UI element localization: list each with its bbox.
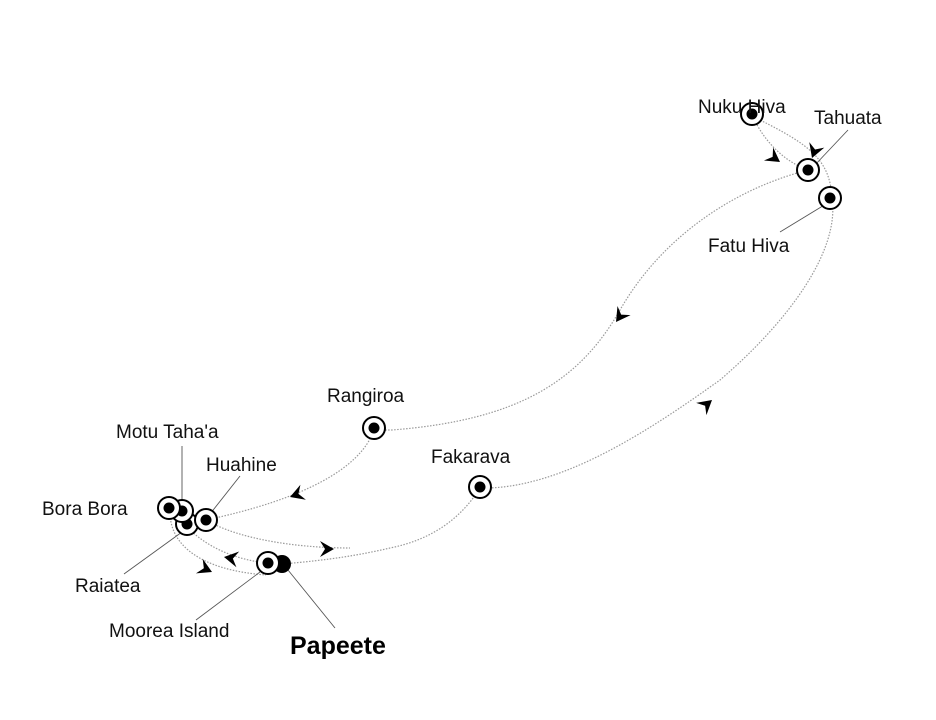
marker-huahine bbox=[194, 508, 218, 532]
direction-arrows bbox=[195, 142, 825, 574]
label-fatu-hiva: Fatu Hiva bbox=[708, 236, 790, 257]
label-huahine: Huahine bbox=[206, 455, 277, 476]
route-lines bbox=[169, 113, 834, 576]
label-leaders bbox=[123, 129, 849, 629]
arrow-icon bbox=[290, 484, 306, 500]
label-tahuata: Tahuata bbox=[814, 108, 882, 129]
label-fakarava: Fakarava bbox=[431, 447, 511, 468]
marker-tahuata bbox=[796, 158, 820, 182]
arrow-icon bbox=[696, 400, 712, 416]
arrow-icon bbox=[195, 558, 212, 574]
route-huahine-east bbox=[205, 519, 351, 549]
marker-nuku-hiva bbox=[740, 102, 764, 126]
label-motu-tahaa: Motu Taha'a bbox=[116, 422, 219, 443]
label-raiatea: Raiatea bbox=[75, 576, 141, 597]
marker-rangiroa bbox=[362, 416, 386, 440]
port-markers bbox=[157, 102, 842, 575]
label-bora-bora: Bora Bora bbox=[42, 499, 128, 520]
route-rangiroa-huahine bbox=[205, 429, 375, 521]
route-tahuata-rangiroa bbox=[374, 169, 809, 431]
arrow-icon bbox=[809, 142, 825, 158]
label-rangiroa: Rangiroa bbox=[327, 386, 405, 407]
arrow-icon bbox=[320, 541, 334, 557]
marker-fatu-hiva bbox=[818, 186, 842, 210]
label-nuku-hiva: Nuku Hiva bbox=[698, 97, 786, 118]
route-fakarava-fatuhiva bbox=[479, 197, 834, 489]
route-borabora-moorea bbox=[169, 511, 267, 576]
arrow-icon bbox=[224, 551, 240, 568]
arrow-icon bbox=[616, 305, 631, 322]
marker-moorea bbox=[256, 551, 280, 575]
arrow-icon bbox=[763, 147, 780, 162]
label-moorea-island: Moorea Island bbox=[109, 621, 230, 642]
marker-bora-bora bbox=[157, 496, 181, 520]
label-papeete: Papeete bbox=[290, 632, 386, 660]
route-papeete-fakarava bbox=[281, 487, 481, 565]
marker-fakarava bbox=[468, 475, 492, 499]
